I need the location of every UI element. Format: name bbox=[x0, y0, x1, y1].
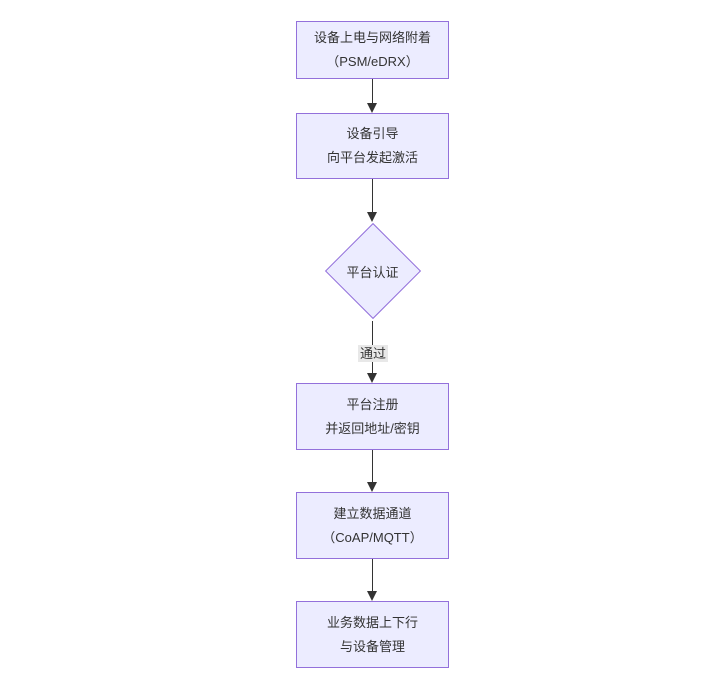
edge-line bbox=[372, 79, 373, 104]
node-label-line: 平台认证 bbox=[346, 264, 399, 280]
node-label-line: 平台注册 bbox=[346, 396, 399, 412]
node-label-line: 并返回地址/密钥 bbox=[325, 420, 420, 436]
arrowhead-icon bbox=[367, 212, 377, 222]
node-label-line: 设备上电与网络附着 bbox=[313, 30, 431, 45]
edge-line bbox=[372, 179, 373, 213]
arrowhead-icon bbox=[367, 591, 377, 601]
node-platform-auth: 平台认证 bbox=[324, 222, 421, 320]
node-label-line: 建立数据通道 bbox=[333, 505, 412, 521]
node-business: 业务数据上下行 与设备管理 bbox=[296, 601, 449, 668]
edge-label-pass: 通过 bbox=[357, 345, 389, 362]
node-label-line: 设备引导 bbox=[346, 126, 399, 141]
node-label-line: 向平台发起激活 bbox=[326, 150, 418, 165]
node-data-channel: 建立数据通道 （CoAP/MQTT） bbox=[296, 492, 449, 559]
node-label-line: （PSM/eDRX） bbox=[326, 54, 419, 69]
node-label-line: 与设备管理 bbox=[339, 638, 405, 654]
node-bootstrap: 设备引导 向平台发起激活 bbox=[296, 113, 449, 179]
node-register: 平台注册 并返回地址/密钥 bbox=[296, 383, 449, 450]
node-power-attach: 设备上电与网络附着 （PSM/eDRX） bbox=[296, 21, 449, 79]
arrowhead-icon bbox=[367, 482, 377, 492]
arrowhead-icon bbox=[367, 373, 377, 383]
edge-line bbox=[372, 450, 373, 483]
node-label-line: （CoAP/MQTT） bbox=[322, 529, 423, 545]
edge-line bbox=[372, 559, 373, 592]
node-label-line: 业务数据上下行 bbox=[326, 614, 418, 630]
arrowhead-icon bbox=[367, 103, 377, 113]
